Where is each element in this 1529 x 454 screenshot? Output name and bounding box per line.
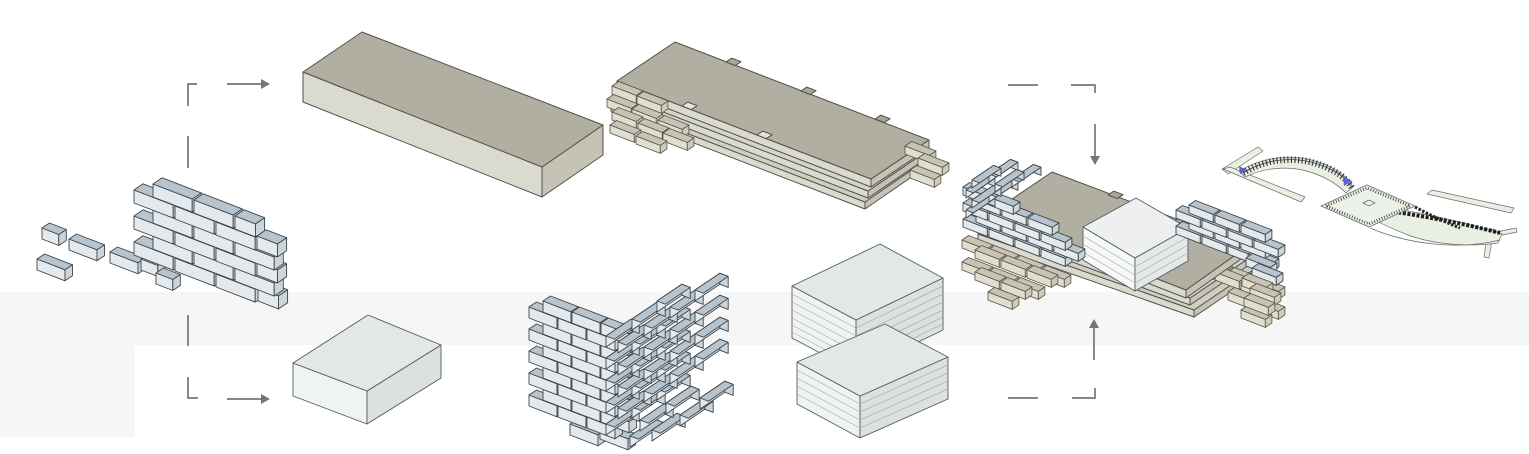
background-band (0, 345, 135, 437)
bracket-bottom-right (1008, 319, 1099, 399)
stacked-slab-plates-figure (606, 41, 950, 210)
plan-courtyard-mark (1362, 199, 1376, 207)
site-plan-figure (1221, 146, 1518, 259)
bracket-top-left (187, 79, 270, 168)
background-band (0, 292, 1529, 345)
plan-blue-accent (1239, 166, 1247, 174)
plan-path-strip (1222, 166, 1306, 203)
plan-blue-accent (1343, 176, 1352, 186)
laminated-boxes-figure (791, 243, 949, 439)
right-arrow-icon (261, 394, 270, 404)
plan-left-wing (1238, 157, 1354, 194)
plan-path-strip (1426, 189, 1515, 214)
bracket-top-right (1008, 84, 1100, 165)
plan-courtyard-hatch (1322, 186, 1414, 226)
plan-dark-band (1361, 205, 1501, 235)
combined-assembly-figure (961, 158, 1286, 328)
bracket-bottom-left (187, 315, 270, 404)
plan-path-strip (1221, 146, 1264, 175)
plan-dark-band (1414, 205, 1461, 230)
down-arrow-icon (1090, 156, 1100, 165)
plain-box-figure (292, 314, 442, 425)
solid-slab-figure (302, 31, 604, 198)
brick-wall-figure (133, 177, 289, 310)
right-arrow-icon (261, 79, 270, 89)
plan-courtyard (1320, 184, 1416, 228)
up-arrow-icon (1089, 319, 1099, 328)
plan-bottom-rail (1369, 227, 1501, 246)
